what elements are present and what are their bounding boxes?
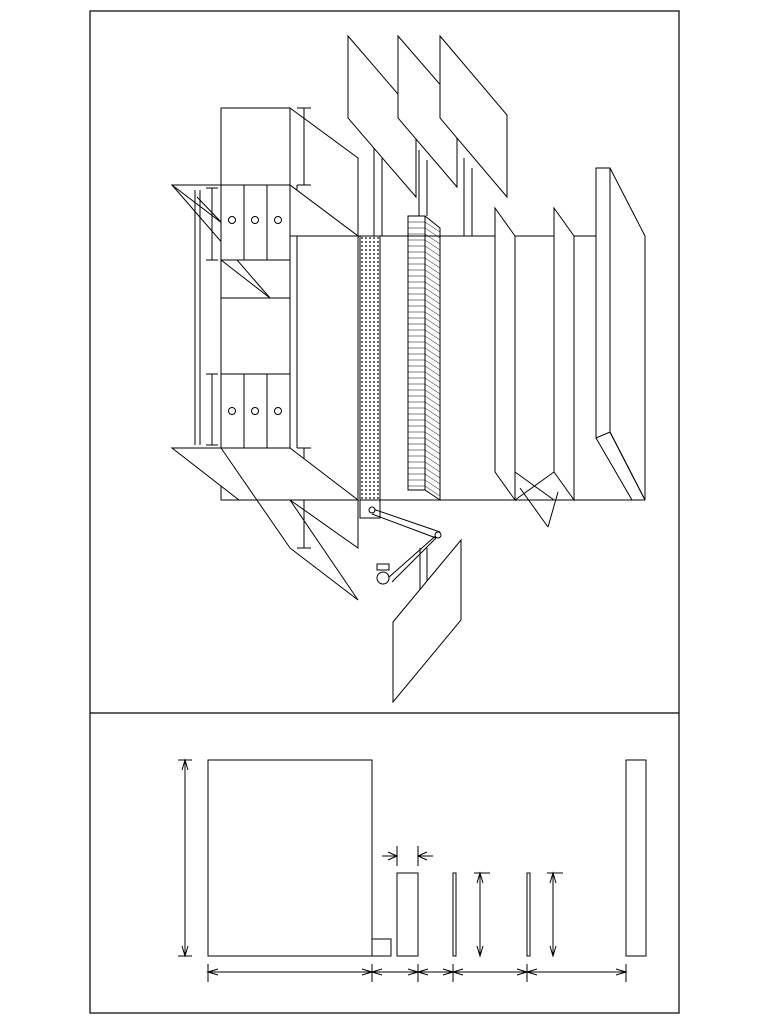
elevation-housing [207,759,373,957]
knob-icon [376,571,390,585]
pivot-icon [434,531,442,539]
elevation-block [396,872,419,957]
perforated-panel [359,235,381,519]
drawer-knob-icon [251,216,259,224]
isometric-view [170,34,646,704]
lower-flap [170,447,360,601]
lower-plate [392,538,462,704]
right-panels [494,206,575,528]
drawer-knob-icon [228,216,236,224]
sheet-border [89,10,680,1014]
drawer-block-upper [220,184,291,299]
pivot-icon [368,506,376,514]
drawer-knob-icon [251,407,259,415]
elevation-plate-2 [526,872,531,957]
drawer-knob-icon [274,407,282,415]
ribbed-block [407,215,441,501]
drawer-block-lower [206,373,291,449]
elevation-view [178,758,647,982]
elevation-plate-1 [452,872,457,957]
elevation-end-slab [625,759,647,957]
drawer-knob-icon [274,216,282,224]
top-plates [347,34,508,236]
end-slab [595,167,646,501]
drawer-knob-icon [228,407,236,415]
elevation-foot [371,938,392,957]
